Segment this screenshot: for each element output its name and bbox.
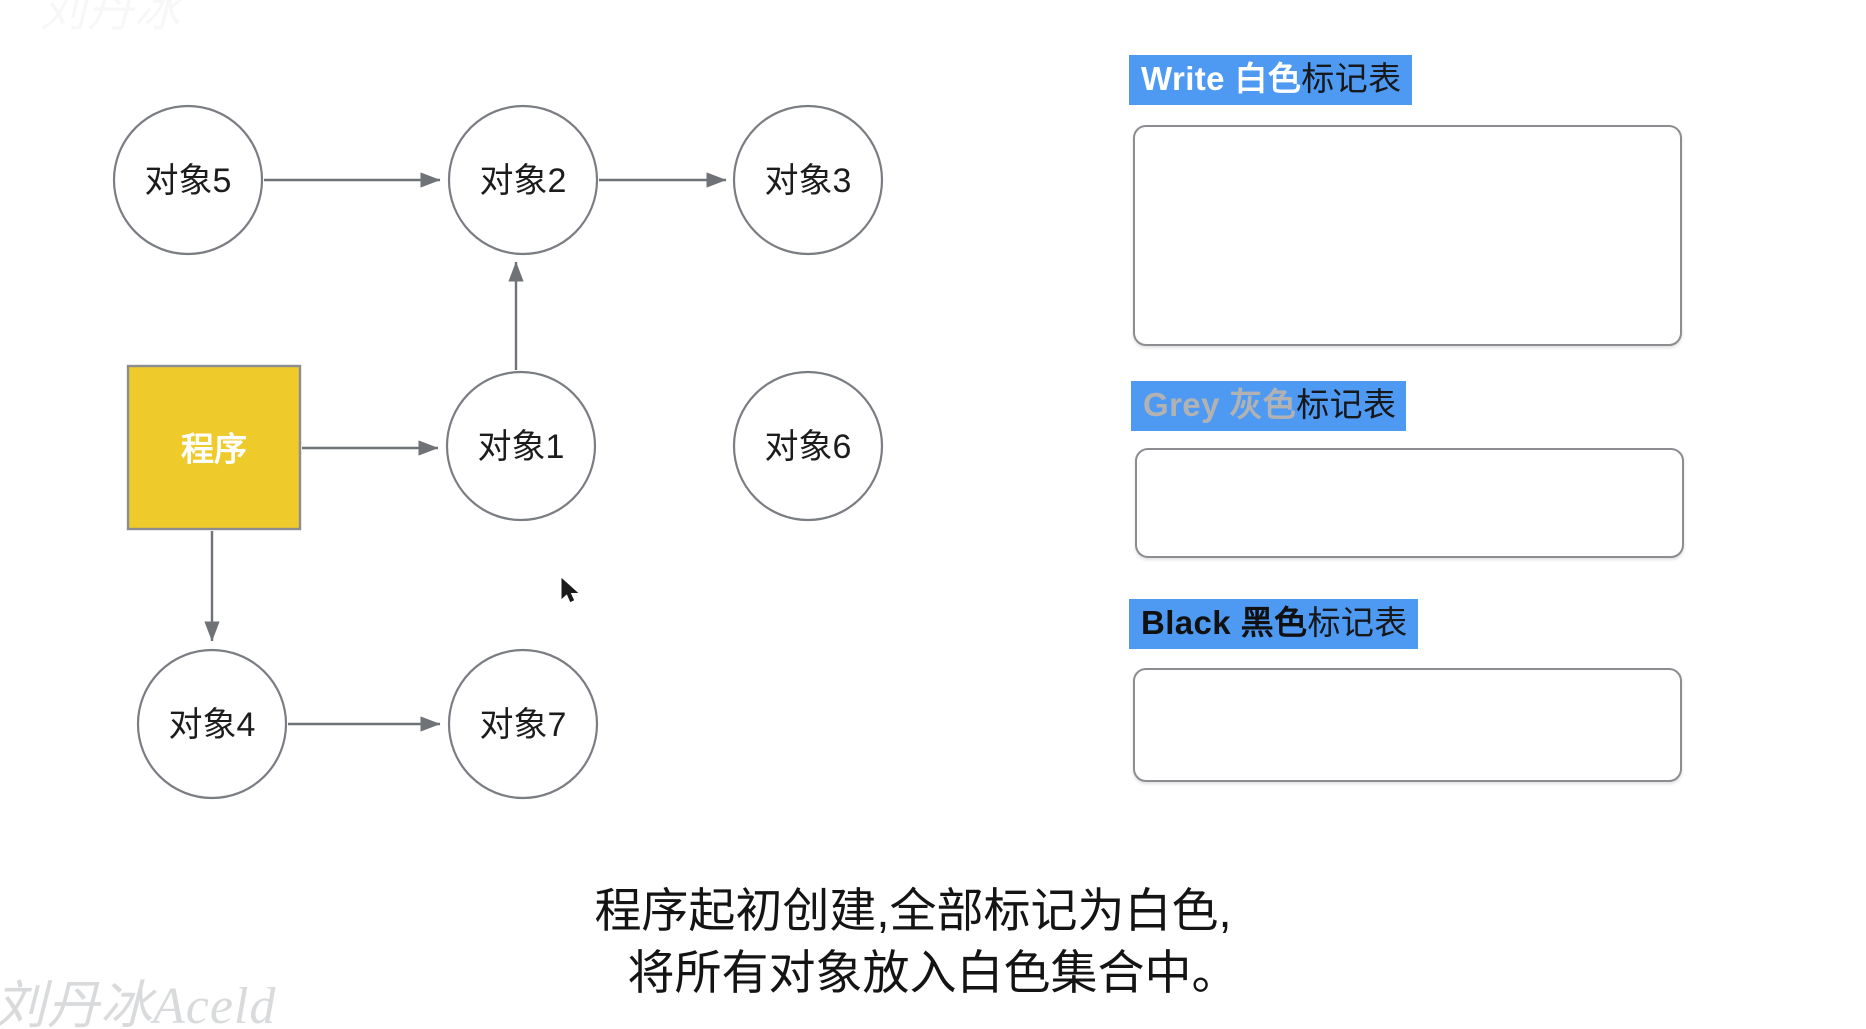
obj6-circle <box>732 370 884 522</box>
grey-table-title-tail: 标记表 <box>1296 386 1397 423</box>
node-obj4[interactable]: 对象4 <box>136 648 288 800</box>
black-table-title-color-word: 黑色 <box>1240 604 1308 641</box>
obj2-label: 对象2 <box>480 162 567 200</box>
node-obj3[interactable]: 对象3 <box>732 104 884 256</box>
obj7-label: 对象7 <box>480 706 567 744</box>
node-obj2[interactable]: 对象2 <box>447 104 599 256</box>
obj1-label: 对象1 <box>478 428 565 466</box>
obj5-circle <box>112 104 264 256</box>
object-reference-graph: 程序 对象5 对象2 对象3 对象1 对象6 对象4 对象7 <box>112 104 884 800</box>
grey-mark-table-box[interactable] <box>1135 448 1684 558</box>
obj6-label: 对象6 <box>765 428 852 466</box>
obj3-circle <box>732 104 884 256</box>
watermark-bottom: 刘丹冰Aceld <box>0 978 277 1029</box>
caption: 程序起初创建,全部标记为白色, 将所有对象放入白色集合中。 <box>0 880 1866 1004</box>
obj2-circle <box>447 104 599 256</box>
black-mark-table-title: Black 黑色标记表 <box>1129 599 1418 650</box>
white-mark-table-title: Write 白色标记表 <box>1129 55 1412 106</box>
obj4-circle <box>136 648 288 800</box>
obj5-label: 对象5 <box>145 162 232 200</box>
node-obj5[interactable]: 对象5 <box>112 104 264 256</box>
obj1-circle <box>445 370 597 522</box>
watermark-top: 刘丹冰 <box>40 0 181 36</box>
white-table-title-color-word: 白色 <box>1234 60 1302 97</box>
program-label: 程序 <box>181 431 247 468</box>
black-mark-table-box[interactable] <box>1133 668 1682 782</box>
node-obj7[interactable]: 对象7 <box>447 648 599 800</box>
obj3-label: 对象3 <box>765 162 852 200</box>
grey-mark-table-group: Grey 灰色标记表 <box>1131 381 1701 571</box>
black-mark-table-group: Black 黑色标记表 <box>1129 599 1699 799</box>
white-table-title-tail: 标记表 <box>1301 60 1402 97</box>
black-table-title-tail: 标记表 <box>1307 604 1408 641</box>
caption-line-1: 程序起初创建,全部标记为白色, <box>594 884 1232 937</box>
obj4-label: 对象4 <box>169 706 256 744</box>
caption-line-2: 将所有对象放入白色集合中。 <box>627 946 1239 1000</box>
grey-mark-table-title: Grey 灰色标记表 <box>1131 381 1407 432</box>
node-obj1[interactable]: 对象1 <box>445 370 597 522</box>
node-program[interactable]: 程序 <box>126 364 302 531</box>
white-mark-table-group: Write 白色标记表 <box>1129 55 1699 355</box>
node-obj6[interactable]: 对象6 <box>732 370 884 522</box>
grey-table-title-en: Grey <box>1143 386 1230 423</box>
obj7-circle <box>447 648 599 800</box>
white-mark-table-box[interactable] <box>1133 125 1682 346</box>
black-table-title-en: Black <box>1141 604 1241 641</box>
graph-edges <box>204 172 727 732</box>
program-rect <box>126 364 302 531</box>
white-table-title-en: Write <box>1141 60 1235 97</box>
grey-table-title-color-word: 灰色 <box>1229 386 1297 423</box>
